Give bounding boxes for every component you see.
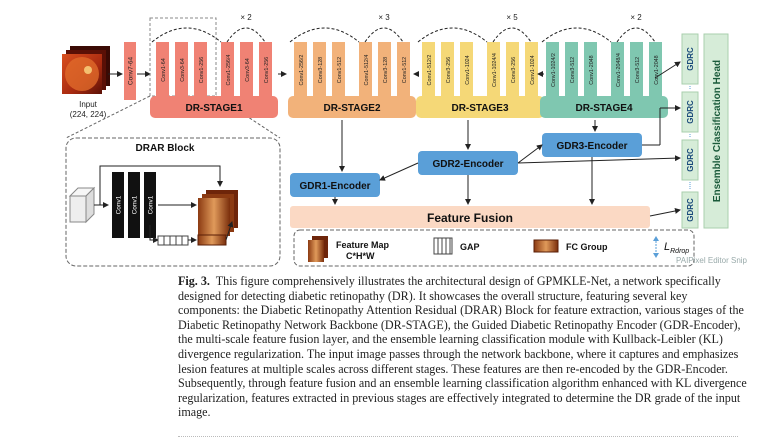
gdrc-block-4: GDRC [681, 191, 699, 229]
drar-block-panel [65, 137, 281, 267]
gdr2-encoder-box [418, 151, 518, 175]
conv-label: Conv3-512 [570, 57, 576, 83]
figure-caption: Fig. 3. This figure comprehensively illu… [178, 274, 748, 420]
legend-gap-icon [433, 237, 453, 255]
conv-label: Conv3-128 [383, 57, 389, 83]
legend-feature-map-dims: C*H*W [346, 251, 375, 261]
svg-text:GDRC: GDRC [686, 100, 695, 124]
drar-conv-label: Conv1 [132, 195, 139, 214]
gdrc-block-3: GDRC [681, 139, 699, 181]
architecture-figure: Input (224, 224) Conv7-64 DR-STAGE1Conv1… [62, 13, 729, 267]
input-size-label: (224, 224) [70, 110, 107, 119]
stage-label: DR-STAGE1 [185, 103, 242, 114]
drar-conv-label: Conv1 [148, 195, 155, 214]
conv-label: Conv1-512 [337, 57, 343, 83]
gdr1-encoder-box [290, 173, 380, 197]
bottom-divider [178, 436, 738, 437]
legend-feature-map-icon [308, 236, 328, 262]
caption-text: This figure comprehensively illustrates … [178, 274, 747, 420]
repeat-label: × 2 [630, 13, 642, 22]
legend-rdrop-arrow-icon [653, 236, 659, 258]
feature-fusion-label: Feature Fusion [427, 211, 513, 225]
conv-label: Conv1-256/2 [299, 55, 305, 86]
conv-label: Conv1-1024 [530, 55, 536, 84]
legend-loss-label: LRdrop [664, 241, 689, 255]
conv-label: Conv1-2048/4 [616, 53, 622, 87]
conv-label: Conv3-256 [511, 57, 517, 83]
drar-input-cube [68, 186, 96, 224]
stage-label: DR-STAGE3 [451, 103, 508, 114]
gdrc-block-1: GDRC [681, 33, 699, 85]
legend-feature-map-label: Feature Map [336, 240, 390, 250]
legend-box [293, 229, 695, 267]
conv-label: Conv1-512 [402, 57, 408, 83]
watermark: PAIPixel Editor Snip [676, 256, 747, 265]
repeat-label: × 5 [506, 13, 518, 22]
svg-text:GDRC: GDRC [686, 148, 695, 172]
caption-label: Fig. 3. [178, 274, 210, 288]
ensemble-head-label: Ensemble Classification Head [712, 60, 723, 202]
conv-label: Conv1-256 [199, 57, 205, 83]
gdr3-encoder-box [542, 133, 642, 157]
drar-gap-block [157, 235, 189, 246]
conv-label: Conv1-1024/4 [492, 53, 498, 87]
svg-text:GDRC: GDRC [686, 47, 695, 71]
conv-label: Conv3-512 [635, 57, 641, 83]
first-conv-label: Conv7-64 [128, 57, 135, 86]
conv-label: Conv1-2048 [589, 55, 595, 84]
conv-label: Conv3-64 [180, 58, 186, 81]
input-label: Input [79, 100, 98, 109]
conv-label: Conv3-256 [446, 57, 452, 83]
conv-label: Conv1-512/2 [427, 55, 433, 86]
conv-label: Conv3-128 [318, 57, 324, 83]
legend-gap-label: GAP [460, 242, 480, 252]
feature-fusion-box [290, 206, 650, 228]
conv-label: Conv1-64 [161, 58, 167, 81]
conv-label: Conv1-1024/2 [551, 53, 557, 87]
drar-conv-1: Conv1 [112, 172, 124, 238]
gdr1-encoder-label: GDR1-Encoder [299, 181, 370, 192]
conv-label: Conv1-512/4 [364, 55, 370, 86]
svg-text:GDRC: GDRC [686, 198, 695, 222]
drar-output-feature-map [198, 190, 238, 236]
repeat-label: × 2 [240, 13, 252, 22]
drar-conv-label: Conv1 [116, 195, 123, 214]
conv-label: Conv1-1024 [465, 55, 471, 84]
gdr2-encoder-label: GDR2-Encoder [432, 159, 503, 170]
drar-fc-group [197, 234, 227, 246]
conv-label: Conv1-256 [264, 57, 270, 83]
stage-label: DR-STAGE4 [575, 103, 632, 114]
gdr3-encoder-label: GDR3-Encoder [556, 141, 627, 152]
repeat-label: × 3 [378, 13, 390, 22]
ensemble-head-box [703, 33, 729, 229]
stage-4: DR-STAGE4 Conv1-1024/2 Conv3-512 Conv1-2048… [540, 13, 668, 118]
first-conv-block [124, 42, 136, 100]
conv-label: Conv1-2048 [654, 55, 660, 84]
conv-label: Conv3-64 [245, 58, 251, 81]
legend-fc-label: FC Group [566, 242, 608, 252]
drar-conv-2: Conv1 [128, 172, 140, 238]
drar-conv-3: Conv1 [144, 172, 156, 238]
stage-2: DR-STAGE2 Conv1-256/2 Conv3-128 Conv1-512 Co… [288, 13, 419, 118]
stage-1: DR-STAGE1 Conv1-64 Conv3-64 Conv1-256 Conv1-… [150, 13, 287, 118]
stage-label: DR-STAGE2 [323, 103, 380, 114]
input-image-stack [62, 46, 110, 94]
gdrc-block-2: GDRC [681, 91, 699, 133]
legend-fc-icon [533, 239, 559, 253]
stage-3: DR-STAGE3 Conv1-512/2 Conv3-256 Conv1-1024 C… [416, 13, 544, 118]
conv-label: Conv1-256/4 [226, 55, 232, 86]
drar-block-title: DRAR Block [136, 143, 195, 154]
